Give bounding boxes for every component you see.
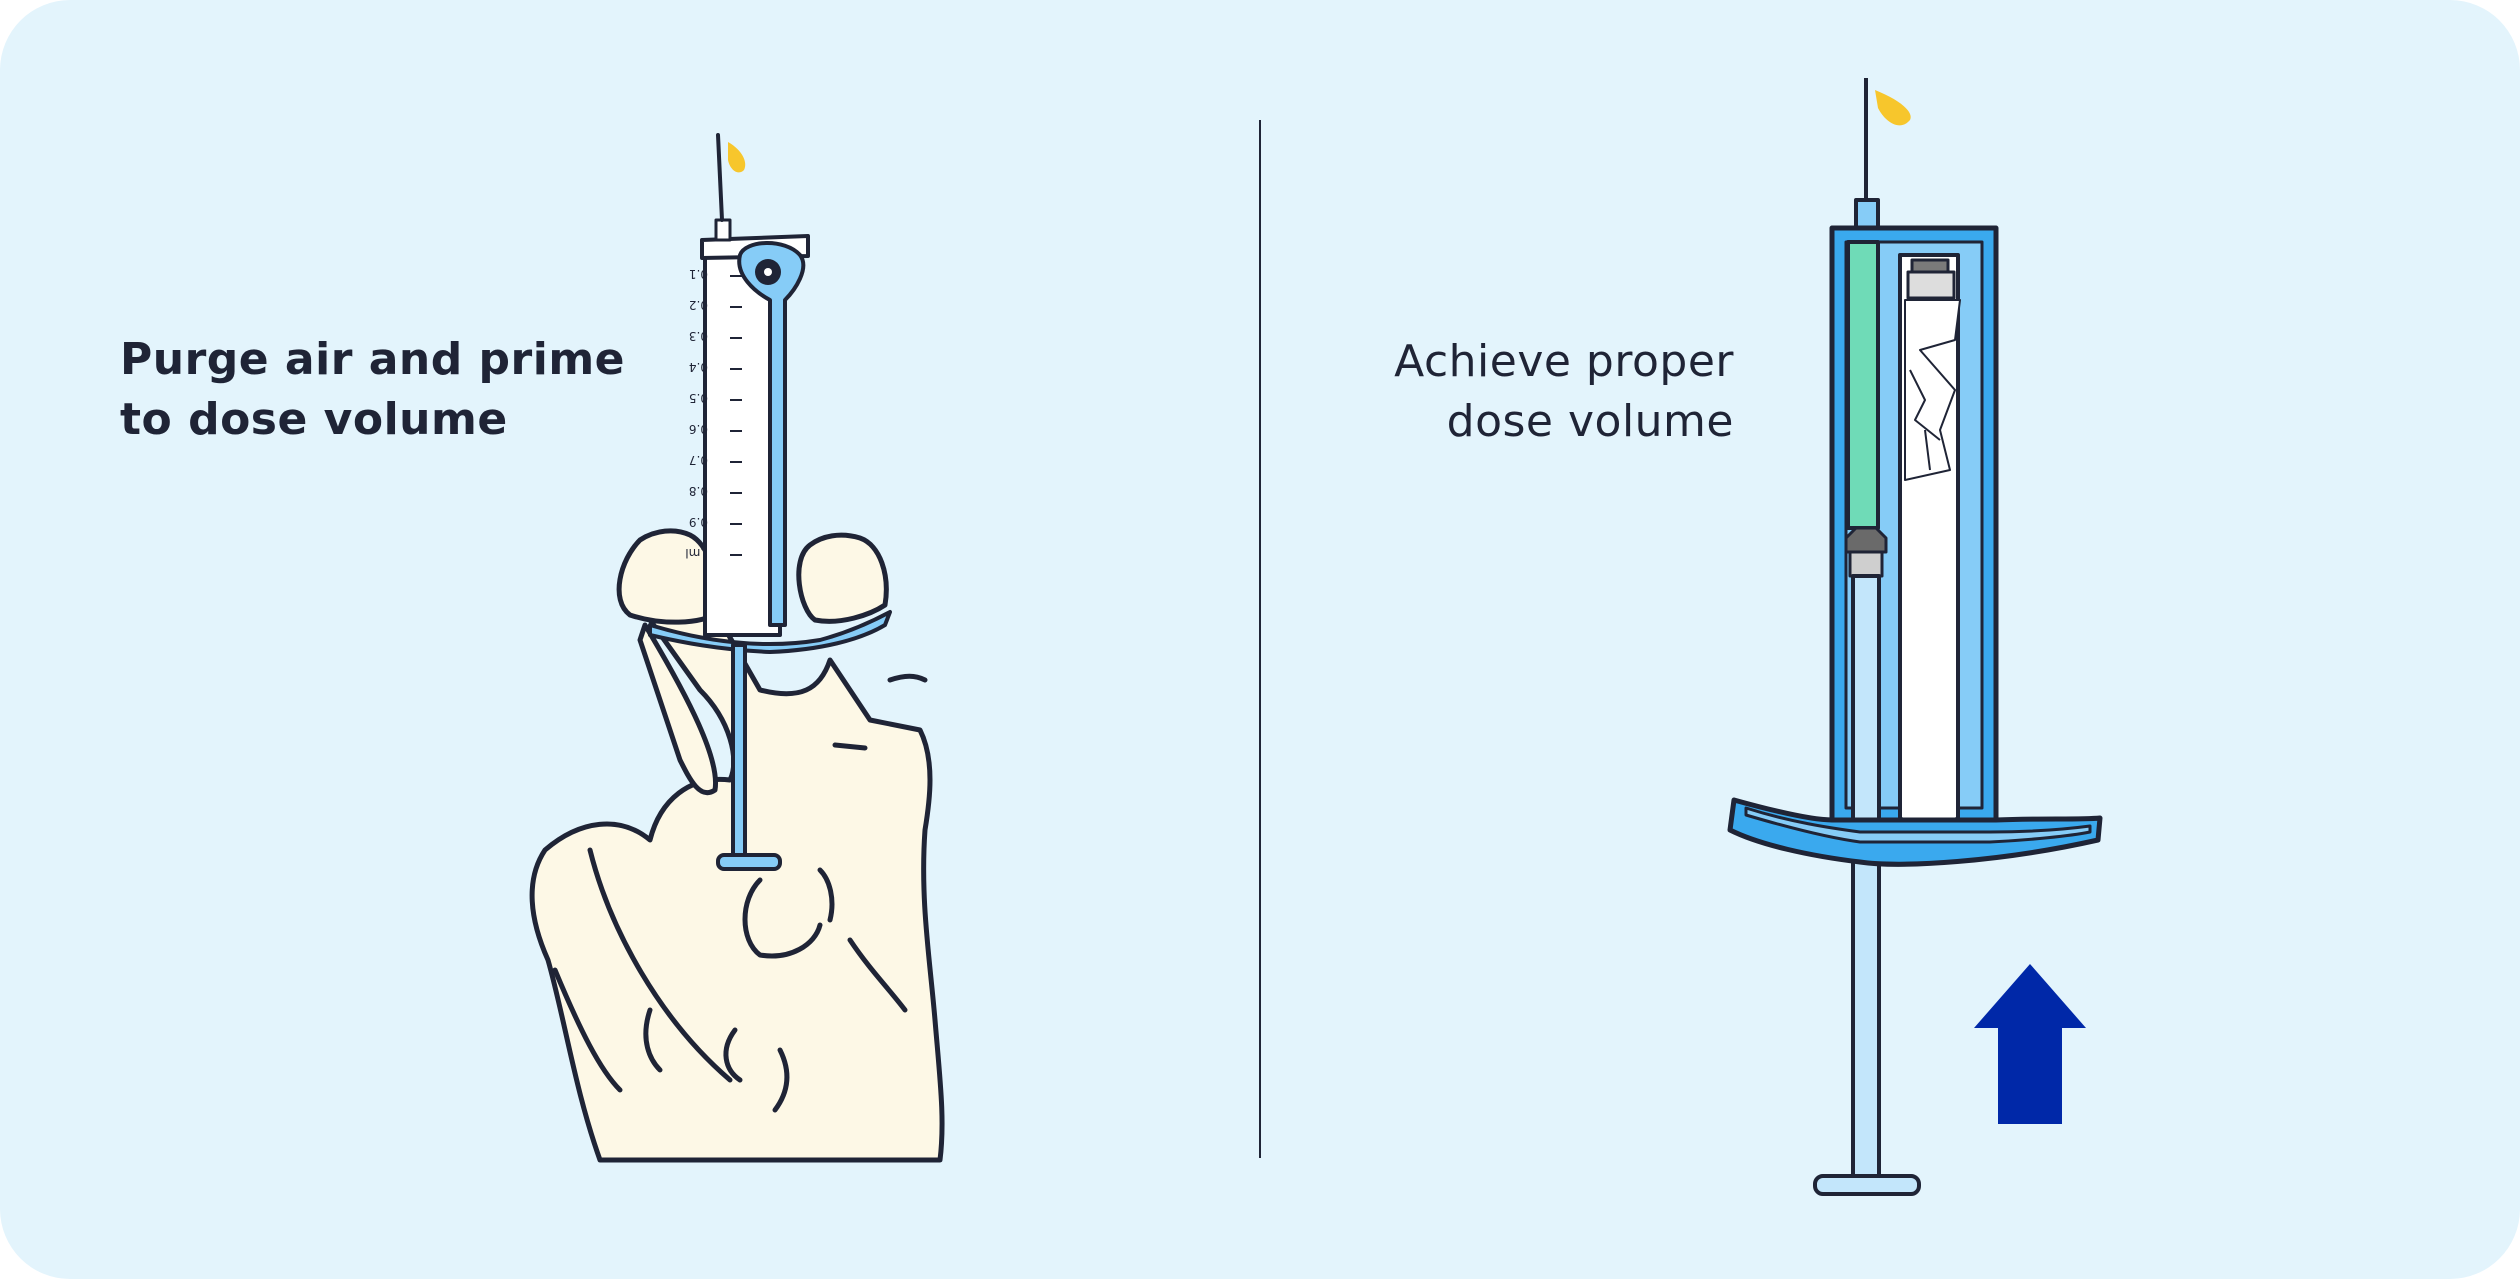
glove-middle-finger <box>796 532 889 624</box>
plunger-thumb-rest <box>716 853 782 871</box>
glove-crease <box>643 1007 663 1073</box>
step-caption-dose-line2: dose volume <box>1446 396 1734 447</box>
plunger-cap-hole-inner <box>764 268 772 276</box>
cartridge-filter <box>1906 270 1956 300</box>
scale-label: 0.8 <box>689 484 708 498</box>
glove-crease <box>552 967 623 1093</box>
step-caption-purge-line2: to dose volume <box>120 394 508 445</box>
cartridge-insert <box>1904 299 1961 481</box>
glove-crease <box>847 937 908 1013</box>
glove-index-finger <box>637 622 719 795</box>
plunger-rod <box>1851 574 1881 1178</box>
scale-label: 1ml <box>685 546 708 560</box>
scale-label: 0.1 <box>689 267 708 281</box>
glove-crease <box>887 673 928 683</box>
cartridge-insert-lines <box>1909 369 1941 471</box>
syringe-finger-flange <box>648 610 892 654</box>
plunger-stopper-base <box>1848 550 1884 578</box>
liquid-droplet-icon <box>1875 90 1911 126</box>
liquid-column <box>1846 240 1880 530</box>
scale-label: 0.3 <box>689 329 708 343</box>
glove-crease <box>832 742 868 751</box>
plunger-thumb-rest <box>1813 1174 1921 1196</box>
needle-hub <box>714 218 732 242</box>
syringe-barrel <box>703 238 782 637</box>
glove-crease <box>587 847 733 1083</box>
step-caption-purge-line1: Purge air and prime <box>120 334 626 385</box>
glove-crease <box>772 1047 790 1113</box>
scale-label: 0.5 <box>689 391 708 405</box>
scale-label: 0.9 <box>689 515 708 529</box>
step-caption-purge: Purge air and prime to dose volume <box>120 330 640 450</box>
glove-crease <box>817 867 835 923</box>
step-caption-dose-line1: Achieve proper <box>1394 336 1734 387</box>
arrow-up-icon <box>1974 964 2086 1124</box>
plunger-cap <box>737 241 806 627</box>
plunger-stem <box>731 643 747 857</box>
glove-crease <box>723 1027 743 1083</box>
glove-crease <box>742 877 823 959</box>
syringe-cross-section <box>1727 78 2103 1196</box>
plunger-stopper <box>1844 526 1888 554</box>
liquid-droplet-icon <box>728 142 746 173</box>
scale-label: 0.2 <box>689 298 708 312</box>
syringe-flange-highlight <box>1744 806 2092 844</box>
scale-label: 0.6 <box>689 422 708 436</box>
syringe-scale: 0.1 0.2 0.3 0.4 0.5 0.6 0.7 0.8 0.9 1ml <box>685 267 742 560</box>
needle <box>716 133 724 222</box>
scale-label: 0.4 <box>689 360 708 374</box>
step-caption-dose: Achieve proper dose volume <box>1300 332 1734 452</box>
hand-with-syringe <box>529 133 945 1163</box>
scale-label: 0.7 <box>689 453 708 467</box>
